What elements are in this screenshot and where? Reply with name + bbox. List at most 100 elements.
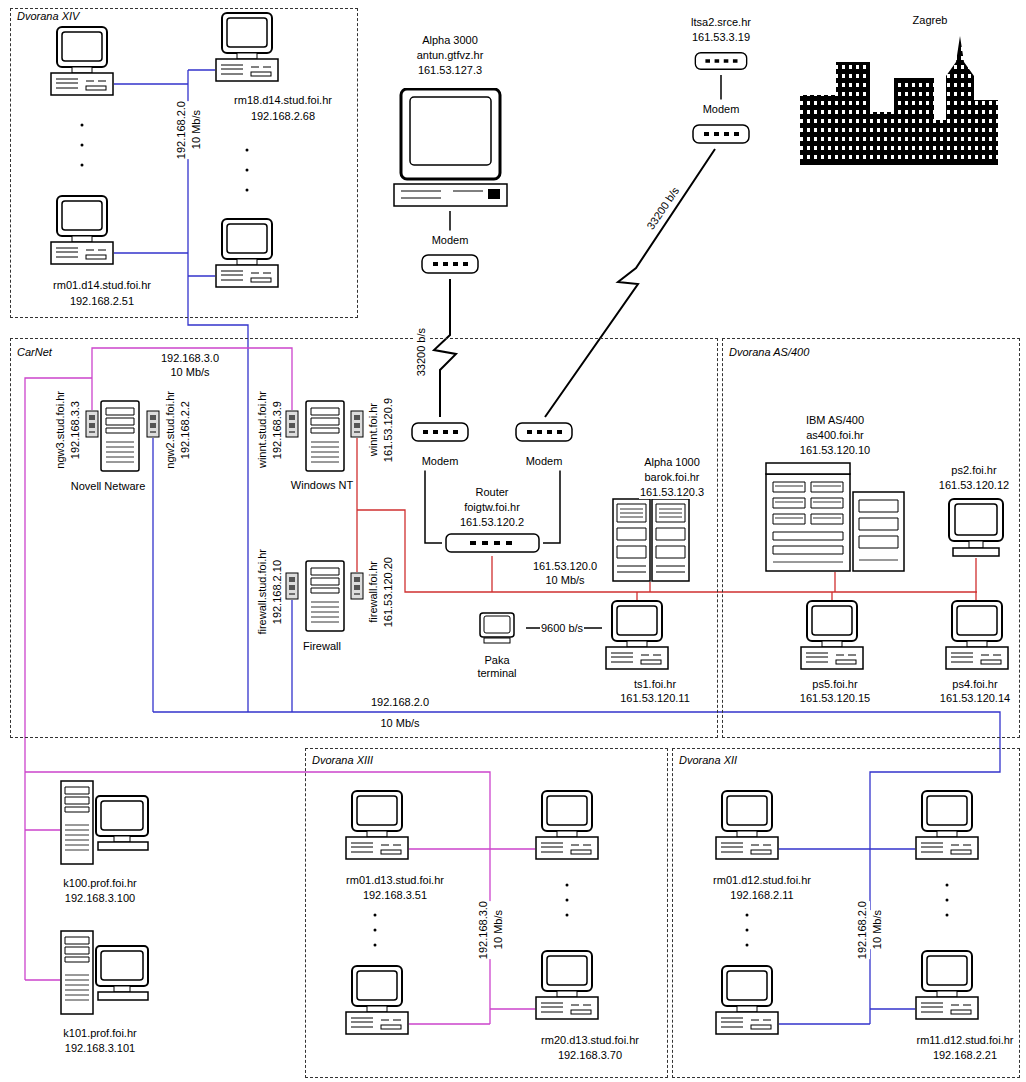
device-node: IBM AS/400 as400.foi.hr 161.53.120.10 xyxy=(762,411,908,576)
ellipsis-dots xyxy=(81,124,84,127)
device-icons xyxy=(949,499,1003,556)
bus-label: 10 Mb/s xyxy=(189,110,204,149)
device-label: Modem xyxy=(525,455,564,468)
device-label: rm20.d13.stud.foi.hr xyxy=(540,1034,640,1047)
device-node: ps4.foi.hr161.53.120.14 xyxy=(936,597,1014,708)
device-label: IBM AS/400 xyxy=(805,414,865,427)
device-label: 192.168.2.21 xyxy=(932,1049,998,1062)
device-icons xyxy=(801,601,863,669)
device-label: 192.168.3.51 xyxy=(362,889,428,902)
device-icons xyxy=(716,791,778,859)
device-node: Alpha 3000antun.gtfvz.hr161.53.127.3 xyxy=(390,31,511,212)
device-node: Routerfoigtw.foi.hr161.53.120.2 xyxy=(442,483,543,558)
device-icons xyxy=(422,255,478,273)
room-title: Dvorana XII xyxy=(678,754,738,767)
device-icons xyxy=(916,791,978,859)
ellipsis-dots xyxy=(81,144,84,147)
device-label: Modem xyxy=(421,455,460,468)
device-label: rm01.d12.stud.foi.hr xyxy=(712,874,812,887)
ellipsis-dots xyxy=(566,899,569,902)
bus-label: 192.168.3.0 xyxy=(160,352,220,365)
device-node: rm01.d13.stud.foi.hr192.168.3.51 xyxy=(342,787,448,905)
device-label: 192.168.2.51 xyxy=(69,295,135,308)
device-node: winnt.stud.foi.hr192.168.3.9winnt.foi.hr… xyxy=(252,388,399,495)
ellipsis-dots xyxy=(374,914,377,917)
device-label: antun.gtfvz.hr xyxy=(416,49,485,62)
device-icons xyxy=(286,573,298,599)
device-label: rm01.d14.stud.foi.hr xyxy=(52,279,152,292)
device-icons xyxy=(61,931,148,1014)
device-label: ps4.foi.hr xyxy=(951,678,998,691)
device-label: 192.168.2.11 xyxy=(729,889,794,902)
device-label: ps2.foi.hr xyxy=(950,464,997,477)
device-label: firewall.stud.foi.hr xyxy=(255,549,270,635)
city-skyline xyxy=(894,78,934,165)
bus-161-53-120 xyxy=(357,438,977,600)
device-icons xyxy=(216,13,278,81)
device-icons xyxy=(306,401,344,471)
ellipsis-dots xyxy=(946,914,949,917)
device-node: Modem xyxy=(418,231,482,280)
bus-label: 10 Mb/s xyxy=(870,910,885,949)
room-zone: Dvorana XIVrm18.d14.stud.foi.hr192.168.2… xyxy=(10,8,358,318)
room-zone: CarNetngw3.stud.foi.hr192.168.3.3ngw2.st… xyxy=(10,338,718,738)
device-node: firewall.stud.foi.hr192.168.2.10firewall… xyxy=(252,546,399,655)
ellipsis-dots xyxy=(246,149,249,152)
link-line xyxy=(543,471,560,544)
device-icons xyxy=(51,196,113,264)
link-line xyxy=(545,149,715,417)
ellipsis-dots xyxy=(566,914,569,917)
device-label: ps5.foi.hr xyxy=(811,678,858,691)
city-skyline xyxy=(800,95,838,165)
room-zone: Dvorana AS/400IBM AS/400 as400.foi.hr 161.… xyxy=(722,338,1020,738)
ellipsis-dots xyxy=(746,914,749,917)
device-icons xyxy=(446,534,539,552)
device-label: 192.168.2.10 xyxy=(270,560,285,624)
device-icons xyxy=(766,463,904,571)
device-label: Alpha 3000 xyxy=(421,34,479,47)
device-node: rm20.d13.stud.foi.hr192.168.3.70 xyxy=(532,947,643,1065)
device-icons xyxy=(286,411,298,437)
device-node: rm18.d14.stud.foi.hr192.168.2.68 xyxy=(212,9,336,126)
bus-label: 10 Mb/s xyxy=(491,910,506,949)
device-icons xyxy=(51,13,1008,1034)
device-label: Firewall xyxy=(302,640,342,653)
room-title: Dvorana AS/400 xyxy=(728,346,810,359)
device-label: 192.168.3.3 xyxy=(68,401,83,459)
city-skyline xyxy=(972,100,998,165)
device-node: k101.prof.foi.hr192.168.3.101 xyxy=(57,927,153,1058)
device-label: 161.53.120.15 xyxy=(799,692,871,705)
device-icons xyxy=(101,401,139,471)
device-node: Alpha 1000barok.foi.hr161.53.120.3 xyxy=(609,453,708,586)
device-node: rm01.d14.stud.foi.hr 192.168.2.51 xyxy=(47,192,155,311)
device-label: foigtw.foi.hr xyxy=(463,501,521,514)
device-icons xyxy=(346,791,408,859)
device-label: as400.foi.hr xyxy=(805,429,864,442)
device-label: Router xyxy=(474,486,509,499)
bus-label: 161.53.120.0 xyxy=(532,560,598,573)
device-label: 192.168.3.101 xyxy=(64,1042,136,1055)
device-icons xyxy=(693,125,749,143)
device-label: 161.53.120.9 xyxy=(381,398,396,462)
ellipsis-dots xyxy=(946,899,949,902)
device-label: 192.168.3.100 xyxy=(64,892,136,905)
bus-label: 10 Mb/s xyxy=(169,366,210,379)
device-label: 161.53.3.19 xyxy=(691,31,751,44)
ellipsis-dots xyxy=(374,944,377,947)
device-label: 192.168.2.2 xyxy=(178,401,193,459)
device-icons xyxy=(480,613,514,643)
device-node: ts1.foi.hr161.53.120.11 xyxy=(602,597,694,708)
bus-label: 192.168.3.0 xyxy=(476,901,491,959)
device-node: rm01.d12.stud.foi.hr 192.168.2.11 xyxy=(709,787,815,905)
device-icons xyxy=(51,27,113,95)
device-label: barok.foi.hr xyxy=(643,471,700,484)
device-label: 192.168.2.68 xyxy=(250,110,316,123)
ellipsis-dots xyxy=(246,169,249,172)
device-label: 161.53.120.3 xyxy=(639,486,705,499)
room-title: Dvorana XIII xyxy=(311,754,374,767)
bus-192-168-3 xyxy=(25,348,490,1024)
bus-label: 192.168.2.0 xyxy=(370,696,430,709)
device-node: ltsa2.srce.hr161.53.3.19 xyxy=(687,13,755,76)
device-label: 161.53.120.10 xyxy=(799,444,871,457)
device-label: k100.prof.foi.hr xyxy=(62,877,137,890)
